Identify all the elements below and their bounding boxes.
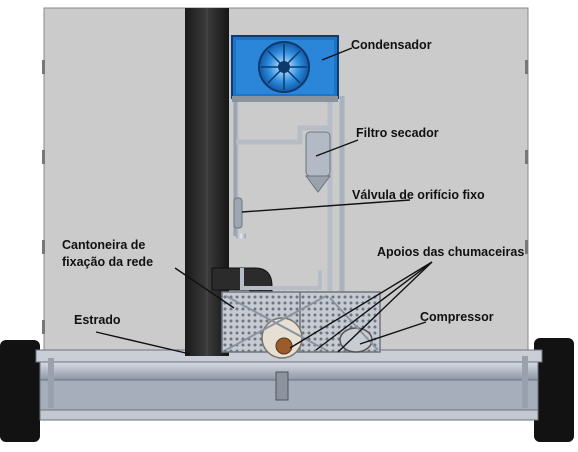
label-condensador: Condensador: [351, 38, 432, 52]
label-apoios: Apoios das chumaceiras: [377, 245, 525, 259]
filter-dryer: [305, 131, 331, 177]
label-cantoneira-line1: Cantoneira de: [62, 238, 146, 252]
label-filtro-secador: Filtro secador: [356, 126, 439, 140]
label-estrado: Estrado: [74, 313, 121, 327]
compressor: [339, 327, 373, 353]
label-valvula: Válvula de orifício fixo: [352, 188, 485, 202]
label-cantoneira-line2: fixação da rede: [62, 255, 154, 269]
label-compressor: Compressor: [420, 310, 494, 324]
wheel-right: [534, 338, 574, 442]
wheel-left: [0, 340, 40, 442]
